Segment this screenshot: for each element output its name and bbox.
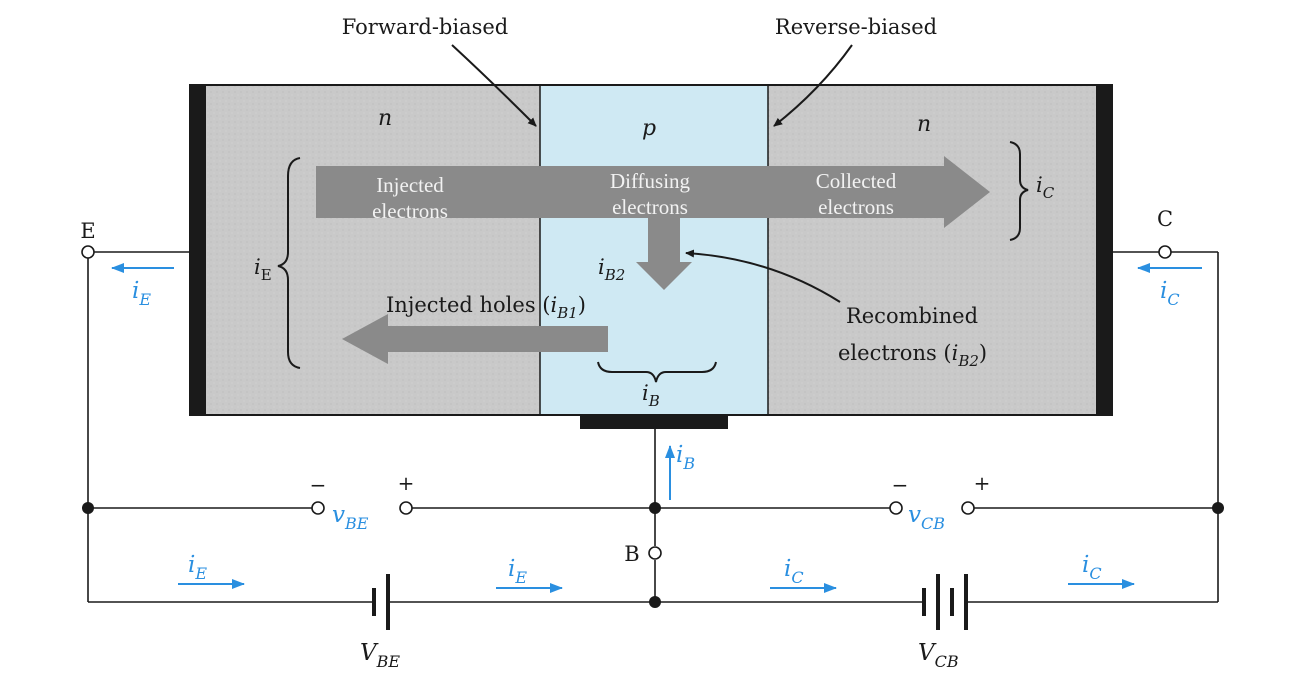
recombined-label-1: Recombined bbox=[846, 304, 978, 328]
injected-holes-label: Injected holes (iB1) bbox=[386, 293, 586, 322]
forward-biased-label: Forward-biased bbox=[342, 15, 509, 39]
collector-contact bbox=[1096, 85, 1112, 415]
vbe-battery bbox=[372, 574, 390, 630]
recombined-pointer bbox=[685, 249, 841, 303]
collected-electrons-label-1: Collected bbox=[816, 169, 897, 193]
base-contact bbox=[580, 415, 728, 429]
recombination-arrow bbox=[636, 218, 692, 290]
ic-bracket-label: iC bbox=[1036, 173, 1055, 202]
emitter-region-label: n bbox=[378, 106, 392, 131]
ie-terminal-label: iE bbox=[132, 278, 151, 309]
collector-region-label: n bbox=[917, 112, 931, 137]
vcb-label: vCB bbox=[908, 502, 945, 533]
ie-loop-label-1: iE bbox=[188, 552, 207, 583]
ic-terminal-label: iC bbox=[1160, 278, 1180, 309]
flow-arrows bbox=[316, 156, 990, 364]
right-junction-dot bbox=[1212, 502, 1224, 514]
emitter-region bbox=[190, 85, 540, 415]
collector-region bbox=[768, 85, 1112, 415]
ie-brace bbox=[277, 157, 301, 369]
vcb-plus-sign: + bbox=[974, 471, 991, 495]
ib-bracket-label: iB bbox=[642, 381, 660, 410]
base-terminal-label: B bbox=[624, 542, 639, 566]
ic-brace bbox=[1009, 141, 1029, 241]
vbe-plus-sign: + bbox=[398, 471, 415, 495]
vcb-source-label: VCB bbox=[918, 640, 959, 671]
vcb-battery bbox=[922, 574, 968, 630]
reverse-biased-label: Reverse-biased bbox=[775, 15, 937, 39]
injected-electrons-label-2: electrons bbox=[372, 199, 448, 223]
vbe-minus-terminal bbox=[311, 501, 325, 515]
ie-bracket-label: iE bbox=[254, 255, 272, 284]
vcb-minus-terminal bbox=[889, 501, 903, 515]
vbe-source-label: VBE bbox=[360, 640, 400, 671]
injected-holes-arrow bbox=[342, 314, 608, 364]
forward-biased-pointer bbox=[451, 44, 537, 127]
emitter-terminal-label: E bbox=[80, 219, 95, 243]
ib2-label: iB2 bbox=[598, 255, 625, 284]
base-region-label: p bbox=[642, 116, 656, 141]
emitter-terminal bbox=[81, 245, 95, 259]
collected-electrons-label-2: electrons bbox=[818, 195, 894, 219]
collector-terminal-label: C bbox=[1157, 207, 1173, 231]
recombined-label-2: electrons (iB2) bbox=[838, 341, 987, 370]
ie-loop-label-2: iE bbox=[508, 556, 527, 587]
bottom-junction-dot bbox=[649, 596, 661, 608]
injected-electrons-label-1: Injected bbox=[376, 173, 444, 197]
vcb-plus-terminal bbox=[961, 501, 975, 515]
collector-terminal bbox=[1158, 245, 1172, 259]
diffusing-electrons-label-1: Diffusing bbox=[610, 169, 691, 193]
vbe-minus-sign: − bbox=[310, 473, 327, 497]
vbe-label: vBE bbox=[332, 502, 369, 533]
ic-loop-label-2: iC bbox=[1082, 552, 1102, 583]
base-terminal bbox=[648, 546, 662, 560]
ib-label: iB bbox=[676, 442, 695, 473]
vcb-minus-sign: − bbox=[892, 473, 909, 497]
reverse-biased-pointer bbox=[773, 44, 853, 127]
ib-brace bbox=[597, 361, 717, 383]
ic-loop-label-1: iC bbox=[784, 556, 804, 587]
current-arrows bbox=[111, 263, 1202, 593]
base-junction-dot bbox=[649, 502, 661, 514]
diffusing-electrons-label-2: electrons bbox=[612, 195, 688, 219]
vbe-plus-terminal bbox=[399, 501, 413, 515]
emitter-contact bbox=[190, 85, 206, 415]
left-junction-dot bbox=[82, 502, 94, 514]
electron-flow-arrow bbox=[316, 156, 990, 228]
